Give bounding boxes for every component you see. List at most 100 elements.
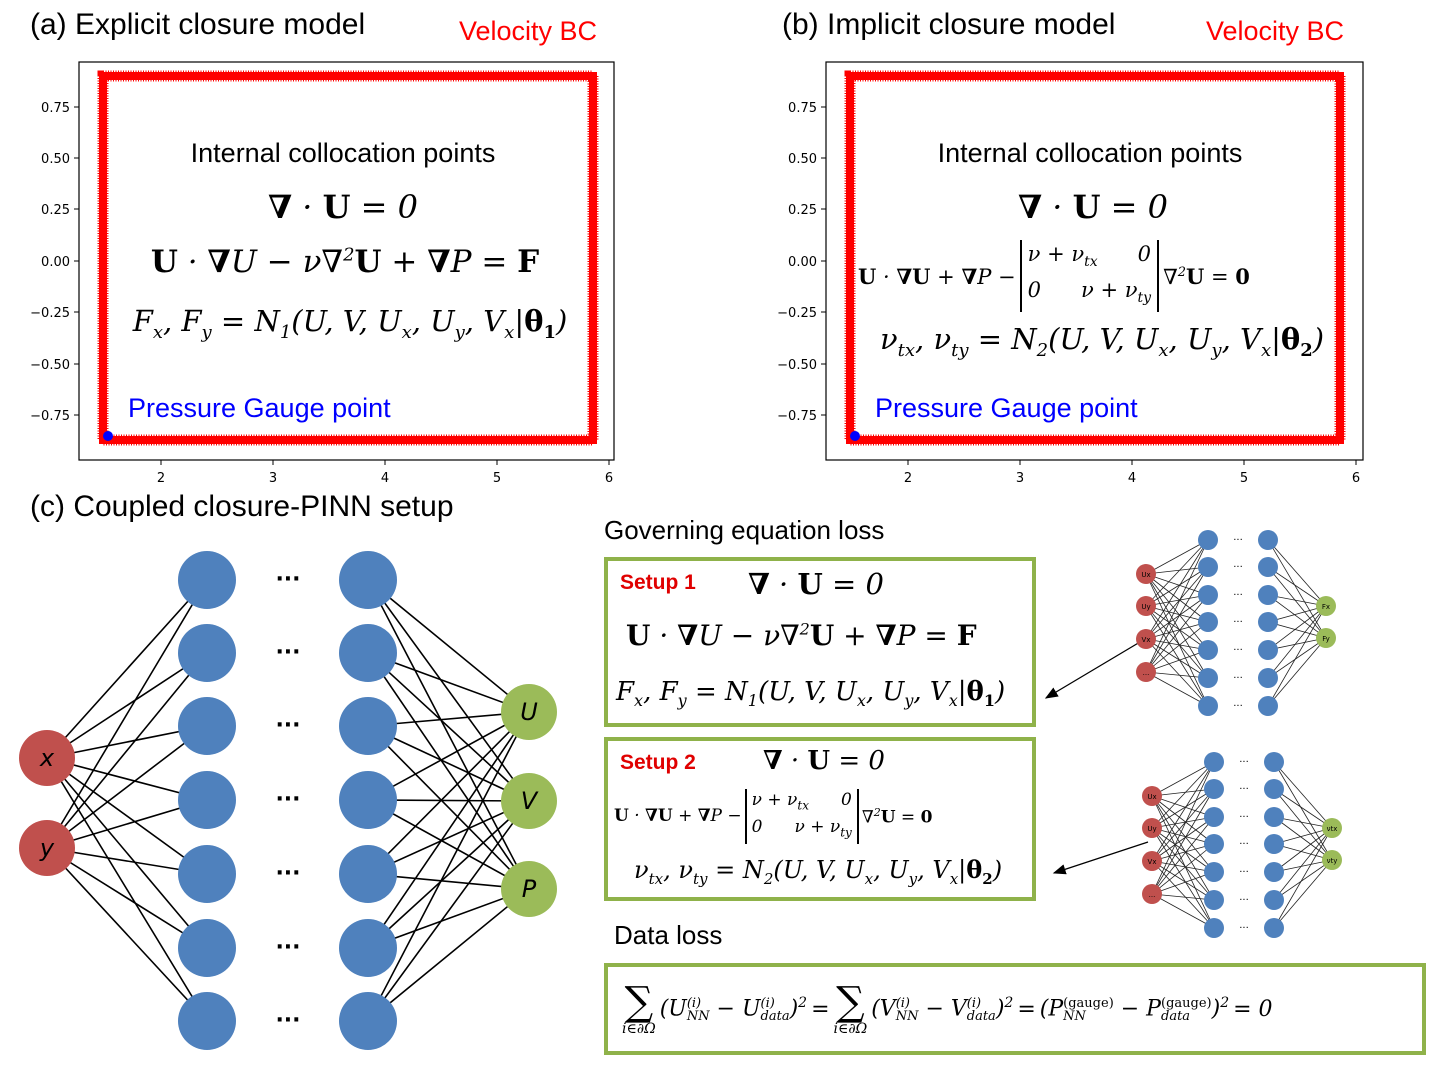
panel-a-gauge-label: Pressure Gauge point — [128, 393, 391, 423]
closure-hidden-node — [1264, 752, 1284, 772]
hidden-node — [178, 992, 236, 1050]
panel-b-continuity-eq: ∇ · U = 0 — [1017, 188, 1169, 226]
closure-input-label: Ux — [1147, 793, 1156, 801]
hidden-node — [339, 624, 397, 682]
hidden-node — [178, 551, 236, 609]
output-node-label: U — [520, 698, 538, 726]
setup1-box: Setup 1 ∇ · U = 0 U · ∇U − ν∇2U + ∇P = F… — [604, 557, 1036, 727]
pressure-gauge-point — [103, 431, 113, 441]
closure-hidden-node — [1198, 696, 1218, 716]
closure-hidden-node — [1198, 585, 1218, 605]
closure-input-node — [1142, 818, 1162, 838]
y-tick-label: 0.50 — [41, 152, 70, 167]
hidden-node — [178, 919, 236, 977]
closure-ellipsis: ··· — [1239, 839, 1249, 850]
closure-hidden-node — [1258, 557, 1278, 577]
closure-input-node — [1142, 851, 1162, 871]
y-tick-label: 0.25 — [788, 203, 817, 218]
setup1-momentum-eq: U · ∇U − ν∇2U + ∇P = F — [626, 619, 977, 652]
hidden-node — [339, 919, 397, 977]
x-tick-label: 6 — [1352, 471, 1360, 486]
closure-output-label: νty — [1327, 857, 1338, 865]
closure-input-node — [1136, 596, 1156, 616]
panel-a-closure-eq: Fx, Fy = N1(U, V, Ux, Uy, Vx|θ1) — [132, 304, 568, 343]
closure-ellipsis: ··· — [1239, 923, 1249, 934]
closure-hidden-node — [1198, 557, 1218, 577]
closure-ellipsis: ··· — [1233, 645, 1243, 656]
data-loss-box: ∑i∈∂Ω (U(i)NN − U(i)data)2 = ∑i∈∂Ω (V(i)… — [604, 963, 1426, 1055]
hidden-node — [178, 771, 236, 829]
closure-ellipsis: ··· — [1233, 701, 1243, 712]
panel-b-gauge-label: Pressure Gauge point — [875, 393, 1138, 423]
layer-ellipsis: ··· — [275, 567, 300, 592]
closure-ellipsis: ··· — [1239, 867, 1249, 878]
velocity-bc-boundary-fill — [846, 72, 1344, 444]
closure-input-node — [1142, 786, 1162, 806]
layer-ellipsis: ··· — [275, 640, 300, 665]
x-tick-label: 3 — [269, 471, 277, 486]
x-tick-label: 2 — [904, 471, 912, 486]
output-node — [501, 684, 557, 740]
y-tick-label: −0.25 — [777, 306, 817, 321]
closure-input-label: Vx — [1148, 858, 1157, 866]
x-tick-label: 6 — [605, 471, 613, 486]
closure-ellipsis: ··· — [1233, 617, 1243, 628]
closure-hidden-node — [1264, 890, 1284, 910]
closure-ellipsis: ··· — [1239, 757, 1249, 768]
panel-b-title: (b) Implicit closure model — [782, 8, 1116, 41]
setup2-label: Setup 2 — [620, 751, 696, 774]
panel-b-closure-eq: νtx, νty = N2(U, V, Ux, Uy, Vx|θ2) — [880, 322, 1325, 361]
closure-hidden-node — [1204, 834, 1224, 854]
closure-ellipsis: ··· — [1239, 784, 1249, 795]
setup1-continuity-eq: ∇ · U = 0 — [748, 567, 884, 601]
closure-hidden-node — [1198, 640, 1218, 660]
layer-ellipsis: ··· — [275, 787, 300, 812]
closure-output-node — [1322, 850, 1342, 870]
arrow-to-setup2 — [1052, 841, 1149, 875]
closure-hidden-node — [1258, 585, 1278, 605]
setup1-closure-eq: Fx, Fy = N1(U, V, Ux, Uy, Vx|θ1) — [616, 677, 1006, 711]
panel-c-title: (c) Coupled closure-PINN setup — [30, 490, 454, 523]
hidden-node — [339, 771, 397, 829]
closure-hidden-node — [1204, 752, 1224, 772]
closure-ellipsis: ··· — [1233, 590, 1243, 601]
closure-hidden-node — [1198, 530, 1218, 550]
hidden-node — [178, 845, 236, 903]
closure-input-label: ... — [1143, 669, 1150, 677]
panel-a-momentum-eq: U · ∇U − ν∇2U + ∇P = F — [150, 244, 540, 280]
output-node — [501, 773, 557, 829]
closure-hidden-node — [1204, 862, 1224, 882]
closure-input-node — [1136, 564, 1156, 584]
layer-ellipsis: ··· — [275, 935, 300, 960]
panel-a-internal-label: Internal collocation points — [190, 138, 496, 168]
input-node-label: x — [39, 744, 55, 772]
setup1-label: Setup 1 — [620, 571, 696, 594]
closure-output-label: νtx — [1327, 825, 1338, 833]
output-node-label: V — [521, 787, 539, 815]
closure-hidden-node — [1258, 640, 1278, 660]
closure-hidden-node — [1258, 668, 1278, 688]
closure-hidden-node — [1264, 807, 1284, 827]
y-tick-label: 0.75 — [788, 101, 817, 116]
y-tick-label: −0.50 — [30, 358, 70, 373]
x-tick-label: 4 — [381, 471, 389, 486]
pressure-gauge-point — [850, 431, 860, 441]
pinn-network: xy·····················UVP — [19, 551, 557, 1050]
y-tick-label: 0.50 — [788, 152, 817, 167]
closure-hidden-node — [1264, 918, 1284, 938]
y-tick-label: 0.25 — [41, 203, 70, 218]
x-tick-label: 3 — [1016, 471, 1024, 486]
closure-hidden-node — [1258, 612, 1278, 632]
hidden-node — [178, 624, 236, 682]
hidden-node — [339, 845, 397, 903]
closure-input-label: Ux — [1141, 571, 1150, 579]
input-node — [19, 820, 75, 876]
closure-input-label: Uy — [1147, 825, 1156, 833]
hidden-node — [339, 992, 397, 1050]
